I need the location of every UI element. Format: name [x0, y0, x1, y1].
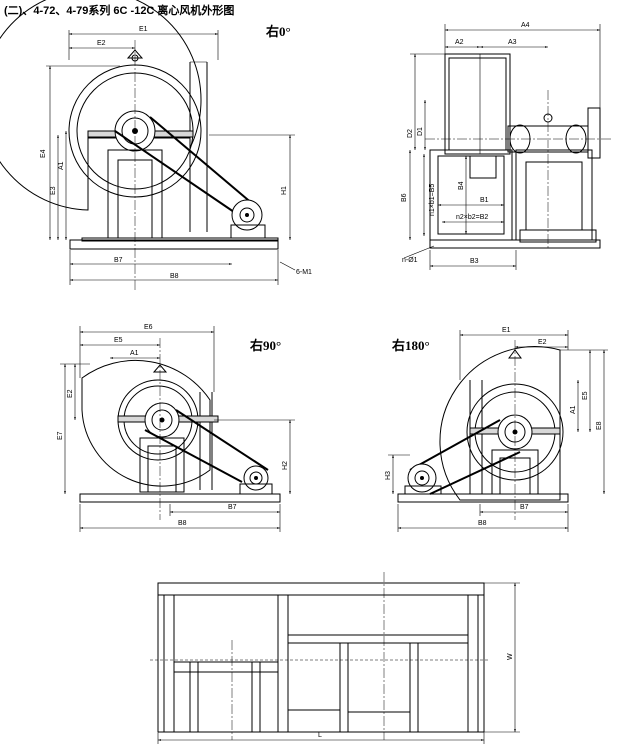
dim-B8: B8: [170, 273, 179, 280]
dim-B6: B6: [401, 193, 408, 202]
dim-6M1: 6-M1: [296, 269, 312, 276]
frame-top-rail: [157, 582, 485, 596]
dim-E5-180: E5: [582, 391, 589, 400]
dim-E6: E6: [144, 324, 153, 331]
dim-E1: E1: [139, 26, 148, 33]
dim-A1: A1: [58, 161, 65, 170]
dim-E7: E7: [57, 431, 64, 440]
dim-E1-180: E1: [502, 327, 511, 334]
dim-E8: E8: [596, 421, 603, 430]
fan-drum: [444, 53, 511, 155]
dim-B8-90: B8: [178, 520, 187, 527]
dim-H1: H1: [281, 186, 288, 195]
dim-H2: H2: [282, 461, 289, 470]
view-right-90: E6 E5 A1 E7 E2 H2 B7 B8 右90°: [57, 324, 295, 532]
drawing-title: (二)、4-72、4-79系列 6C -12C 离心风机外形图: [4, 5, 235, 17]
fan-base: [69, 239, 279, 250]
view-right-180: E1 E2 E8 E5 A1 H3 B7 B8 右180°: [385, 327, 608, 532]
dim-B8-180: B8: [478, 520, 487, 527]
fan-base-180: [397, 493, 569, 503]
fan-casing: [0, 0, 202, 211]
dim-L: L: [318, 732, 322, 739]
dim-H3: H3: [385, 471, 392, 480]
view-label-right0: 右0°: [265, 24, 291, 39]
outlet-flange: [429, 149, 513, 241]
view-label-right180: 右180°: [391, 338, 430, 353]
dim-A1-180: A1: [570, 405, 577, 414]
dim-nphi: n-Ø1: [402, 257, 418, 264]
dim-B7-90: B7: [228, 504, 237, 511]
fan-casing-90: [81, 359, 211, 487]
dim-E3: E3: [50, 186, 57, 195]
view-side: A4 A2 A3 D2 D1 B6 n1×b1=B5 B4 B1 n2×b2=B…: [401, 22, 612, 270]
dim-E4: E4: [40, 149, 47, 158]
dim-D1: D1: [417, 127, 424, 136]
dim-A1-90: A1: [130, 350, 139, 357]
dim-E2-180: E2: [538, 339, 547, 346]
dim-D2: D2: [407, 129, 414, 138]
dim-E2: E2: [67, 389, 74, 398]
view-base-frame: W L: [150, 572, 520, 744]
dim-n2b2: n2×b2=B2: [456, 214, 488, 221]
dim-B4: B4: [458, 181, 465, 190]
dim-E2: E2: [97, 40, 106, 47]
dim-n1b1: n1×b1=B5: [429, 184, 436, 216]
dim-E5: E5: [114, 337, 123, 344]
view-label-right90: 右90°: [249, 338, 281, 353]
dim-B7-180: B7: [520, 504, 529, 511]
fan-base-90: [79, 493, 281, 503]
dim-A4: A4: [521, 22, 530, 29]
dim-W: W: [507, 653, 514, 660]
dim-A3: A3: [508, 39, 517, 46]
dim-B1: B1: [480, 197, 489, 204]
dim-B3: B3: [470, 258, 479, 265]
dim-A2: A2: [455, 39, 464, 46]
dim-B7: B7: [114, 257, 123, 264]
view-right-0: E1 E2 E4 E3 A1 H1 B7 B8 6-M1 右0°: [0, 0, 312, 290]
